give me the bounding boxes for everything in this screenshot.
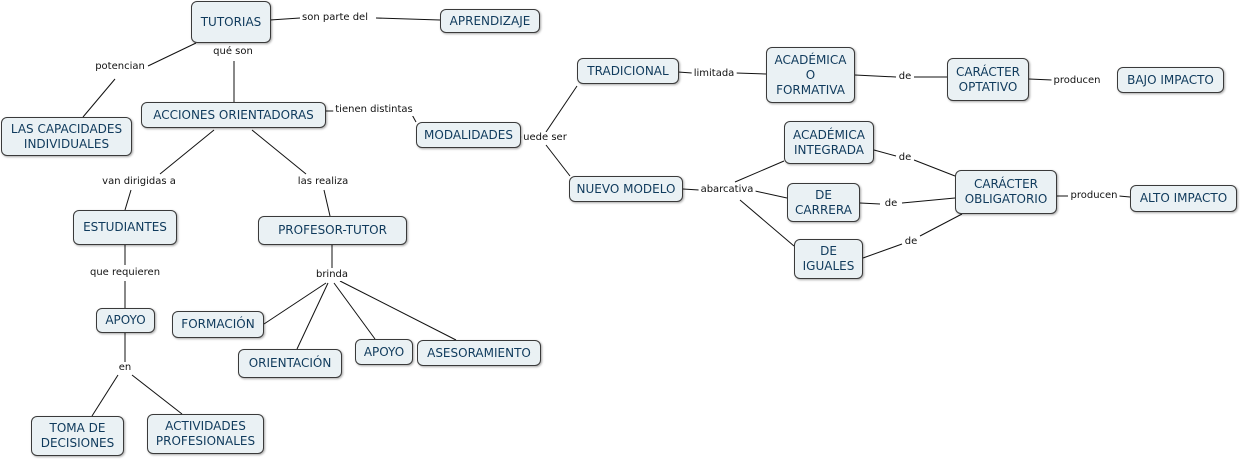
concept-las-capacidades-individuales[interactable]: LAS CAPACIDADES INDIVIDUALES — [1, 117, 132, 156]
edge — [919, 213, 963, 237]
edge — [1028, 78, 1053, 81]
link-label-de: de — [902, 236, 920, 248]
edge — [734, 160, 785, 183]
link-label-limitada: limitada — [691, 68, 737, 80]
edge — [269, 17, 301, 21]
link-label-son-parte-del: son parte del — [300, 12, 370, 24]
concept-apoyo[interactable]: APOYO — [355, 339, 413, 365]
link-label-puede-ser: uede ser — [521, 132, 569, 144]
edge — [124, 189, 132, 211]
link-label-brinda: brinda — [313, 269, 351, 281]
edge — [682, 188, 700, 191]
edge — [901, 197, 956, 204]
concept-caracter-obligatorio[interactable]: CARÁCTER OBLIGATORIO — [955, 170, 1057, 214]
edge — [735, 72, 767, 75]
edge — [159, 129, 215, 175]
edge — [131, 374, 183, 415]
edge — [1118, 195, 1131, 198]
edge — [91, 374, 119, 417]
concept-nuevo-modelo[interactable]: NUEVO MODELO — [569, 176, 683, 202]
link-label-abarcativa: abarcativa — [698, 184, 756, 196]
concept-de-carrera[interactable]: DE CARRERA — [787, 183, 860, 222]
link-label-van-dirigidas-a: van dirigidas a — [100, 176, 178, 188]
edge — [545, 85, 578, 133]
concept-estudiantes[interactable]: ESTUDIANTES — [73, 210, 177, 245]
edge — [677, 71, 693, 74]
concept-de-iguales[interactable]: DE IGUALES — [794, 239, 863, 279]
link-label-potencian: potencian — [93, 61, 147, 73]
link-label-que-requieren: que requieren — [87, 267, 163, 279]
edge — [263, 282, 327, 325]
concept-acciones-orientadoras[interactable]: ACCIONES ORIENTADORAS — [141, 102, 326, 128]
edge — [82, 78, 116, 118]
concept-bajo-impacto[interactable]: BAJO IMPACTO — [1117, 67, 1224, 93]
link-label-que-son: qué son — [211, 46, 255, 58]
concept-formacion[interactable]: FORMACIÓN — [172, 311, 264, 338]
concept-profesor-tutor[interactable]: PROFESOR-TUTOR — [258, 216, 407, 245]
concept-actividades-profesionales[interactable]: ACTIVIDADES PROFESIONALES — [147, 414, 264, 454]
edge — [862, 243, 903, 259]
edge — [854, 74, 897, 78]
link-label-producen: producen — [1068, 190, 1120, 202]
concept-tutorias[interactable]: TUTORIAS — [191, 1, 271, 43]
edge — [545, 144, 571, 177]
concept-academica-integrada[interactable]: ACADÉMICA INTEGRADA — [784, 121, 874, 164]
edge — [339, 280, 457, 341]
link-label-las-realiza: las realiza — [295, 176, 351, 188]
edge — [251, 129, 307, 175]
link-label-producen: producen — [1051, 75, 1103, 87]
edge — [873, 149, 897, 157]
edge — [859, 202, 881, 205]
link-label-tienen-distintas: tienen distintas — [333, 104, 415, 116]
edge — [147, 42, 197, 67]
link-label-de: de — [896, 71, 914, 83]
concept-academica-o-formativa[interactable]: ACADÉMICA O FORMATIVA — [766, 47, 855, 103]
concept-caracter-optativo[interactable]: CARÁCTER OPTATIVO — [947, 58, 1029, 101]
link-label-de: de — [882, 198, 900, 210]
concept-aprendizaje[interactable]: APRENDIZAJE — [440, 9, 540, 33]
link-label-en: en — [116, 362, 134, 374]
edge — [913, 159, 956, 177]
edge — [296, 282, 329, 350]
concept-apoyo[interactable]: APOYO — [96, 308, 155, 333]
concept-alto-impacto[interactable]: ALTO IMPACTO — [1130, 185, 1237, 212]
edge — [739, 199, 795, 247]
edge — [323, 189, 331, 217]
concept-asesoramiento[interactable]: ASESORAMIENTO — [417, 340, 541, 366]
concept-orientacion[interactable]: ORIENTACIÓN — [238, 349, 342, 378]
concept-modalidades[interactable]: MODALIDADES — [416, 122, 521, 148]
edge — [333, 282, 376, 340]
link-label-de: de — [896, 152, 914, 164]
concept-toma-de-decisiones[interactable]: TOMA DE DECISIONES — [31, 416, 124, 456]
concept-tradicional[interactable]: TRADICIONAL — [577, 58, 679, 84]
edge — [754, 190, 788, 199]
edge — [375, 17, 441, 21]
